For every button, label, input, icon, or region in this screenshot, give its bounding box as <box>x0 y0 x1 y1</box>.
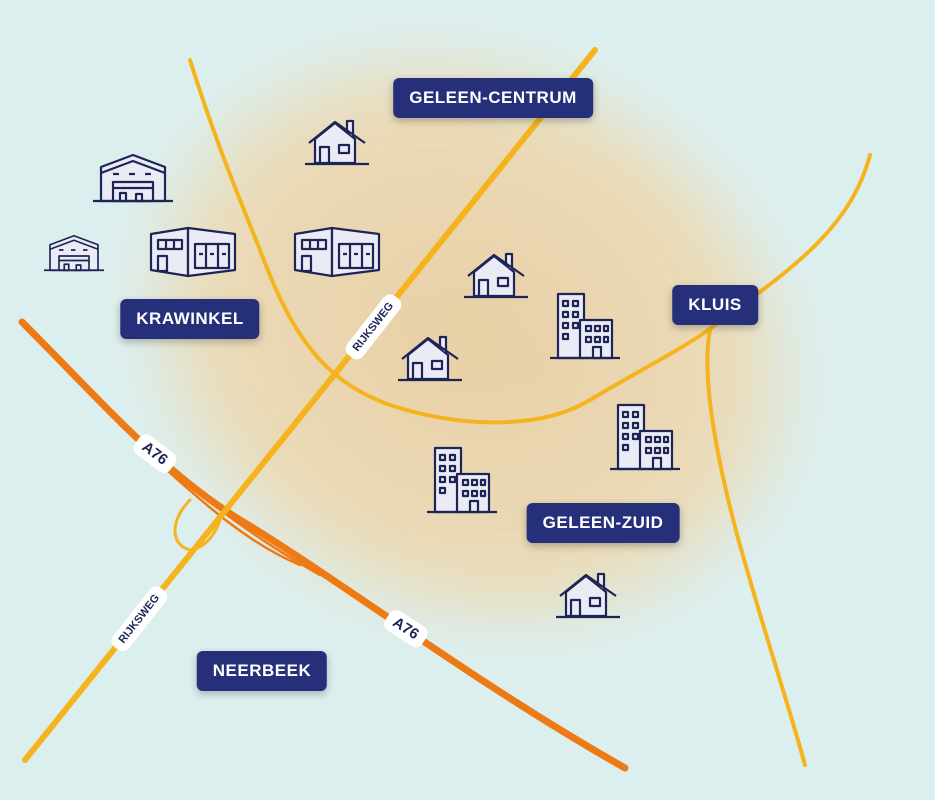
place-label-geleen-zuid[interactable]: GELEEN-ZUID <box>526 503 680 543</box>
place-label-krawinkel[interactable]: KRAWINKEL <box>120 299 260 339</box>
urban-zone <box>119 28 821 652</box>
road-kluis-south <box>705 328 807 767</box>
warehouse-icon <box>44 234 104 272</box>
a76-highway <box>18 318 629 772</box>
office-building-icon <box>293 226 381 278</box>
place-label-geleen-centrum[interactable]: GELEEN-CENTRUM <box>393 78 593 118</box>
place-label-kluis[interactable]: KLUIS <box>672 285 758 325</box>
office-building-icon <box>149 226 237 278</box>
place-label-neerbeek[interactable]: NEERBEEK <box>196 651 328 691</box>
